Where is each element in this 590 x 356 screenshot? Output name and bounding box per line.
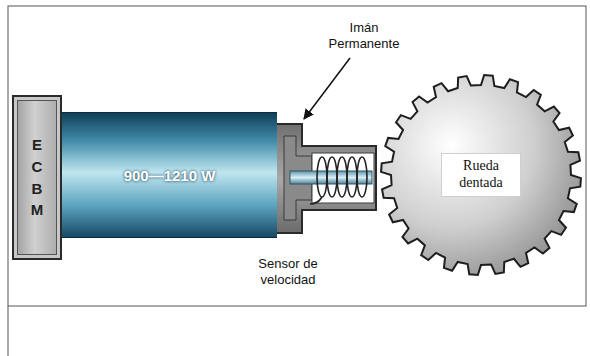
part-label: Imán Permanente — [318, 20, 410, 51]
node-text: Rueda dentada — [441, 153, 521, 197]
ecbm-box: ECBM — [12, 95, 62, 260]
part-label: Sensor de velocidad — [246, 256, 330, 287]
frame-line — [8, 306, 9, 356]
frame — [8, 6, 586, 306]
sensor-body: 900—1210 W — [62, 112, 277, 238]
node-text: 900—1210 W — [124, 167, 216, 184]
toothed-wheel: Rueda dentada — [378, 72, 584, 278]
node-text: ECBM — [30, 134, 45, 221]
leader-arrow — [304, 58, 350, 119]
speed-sensor — [276, 124, 376, 233]
